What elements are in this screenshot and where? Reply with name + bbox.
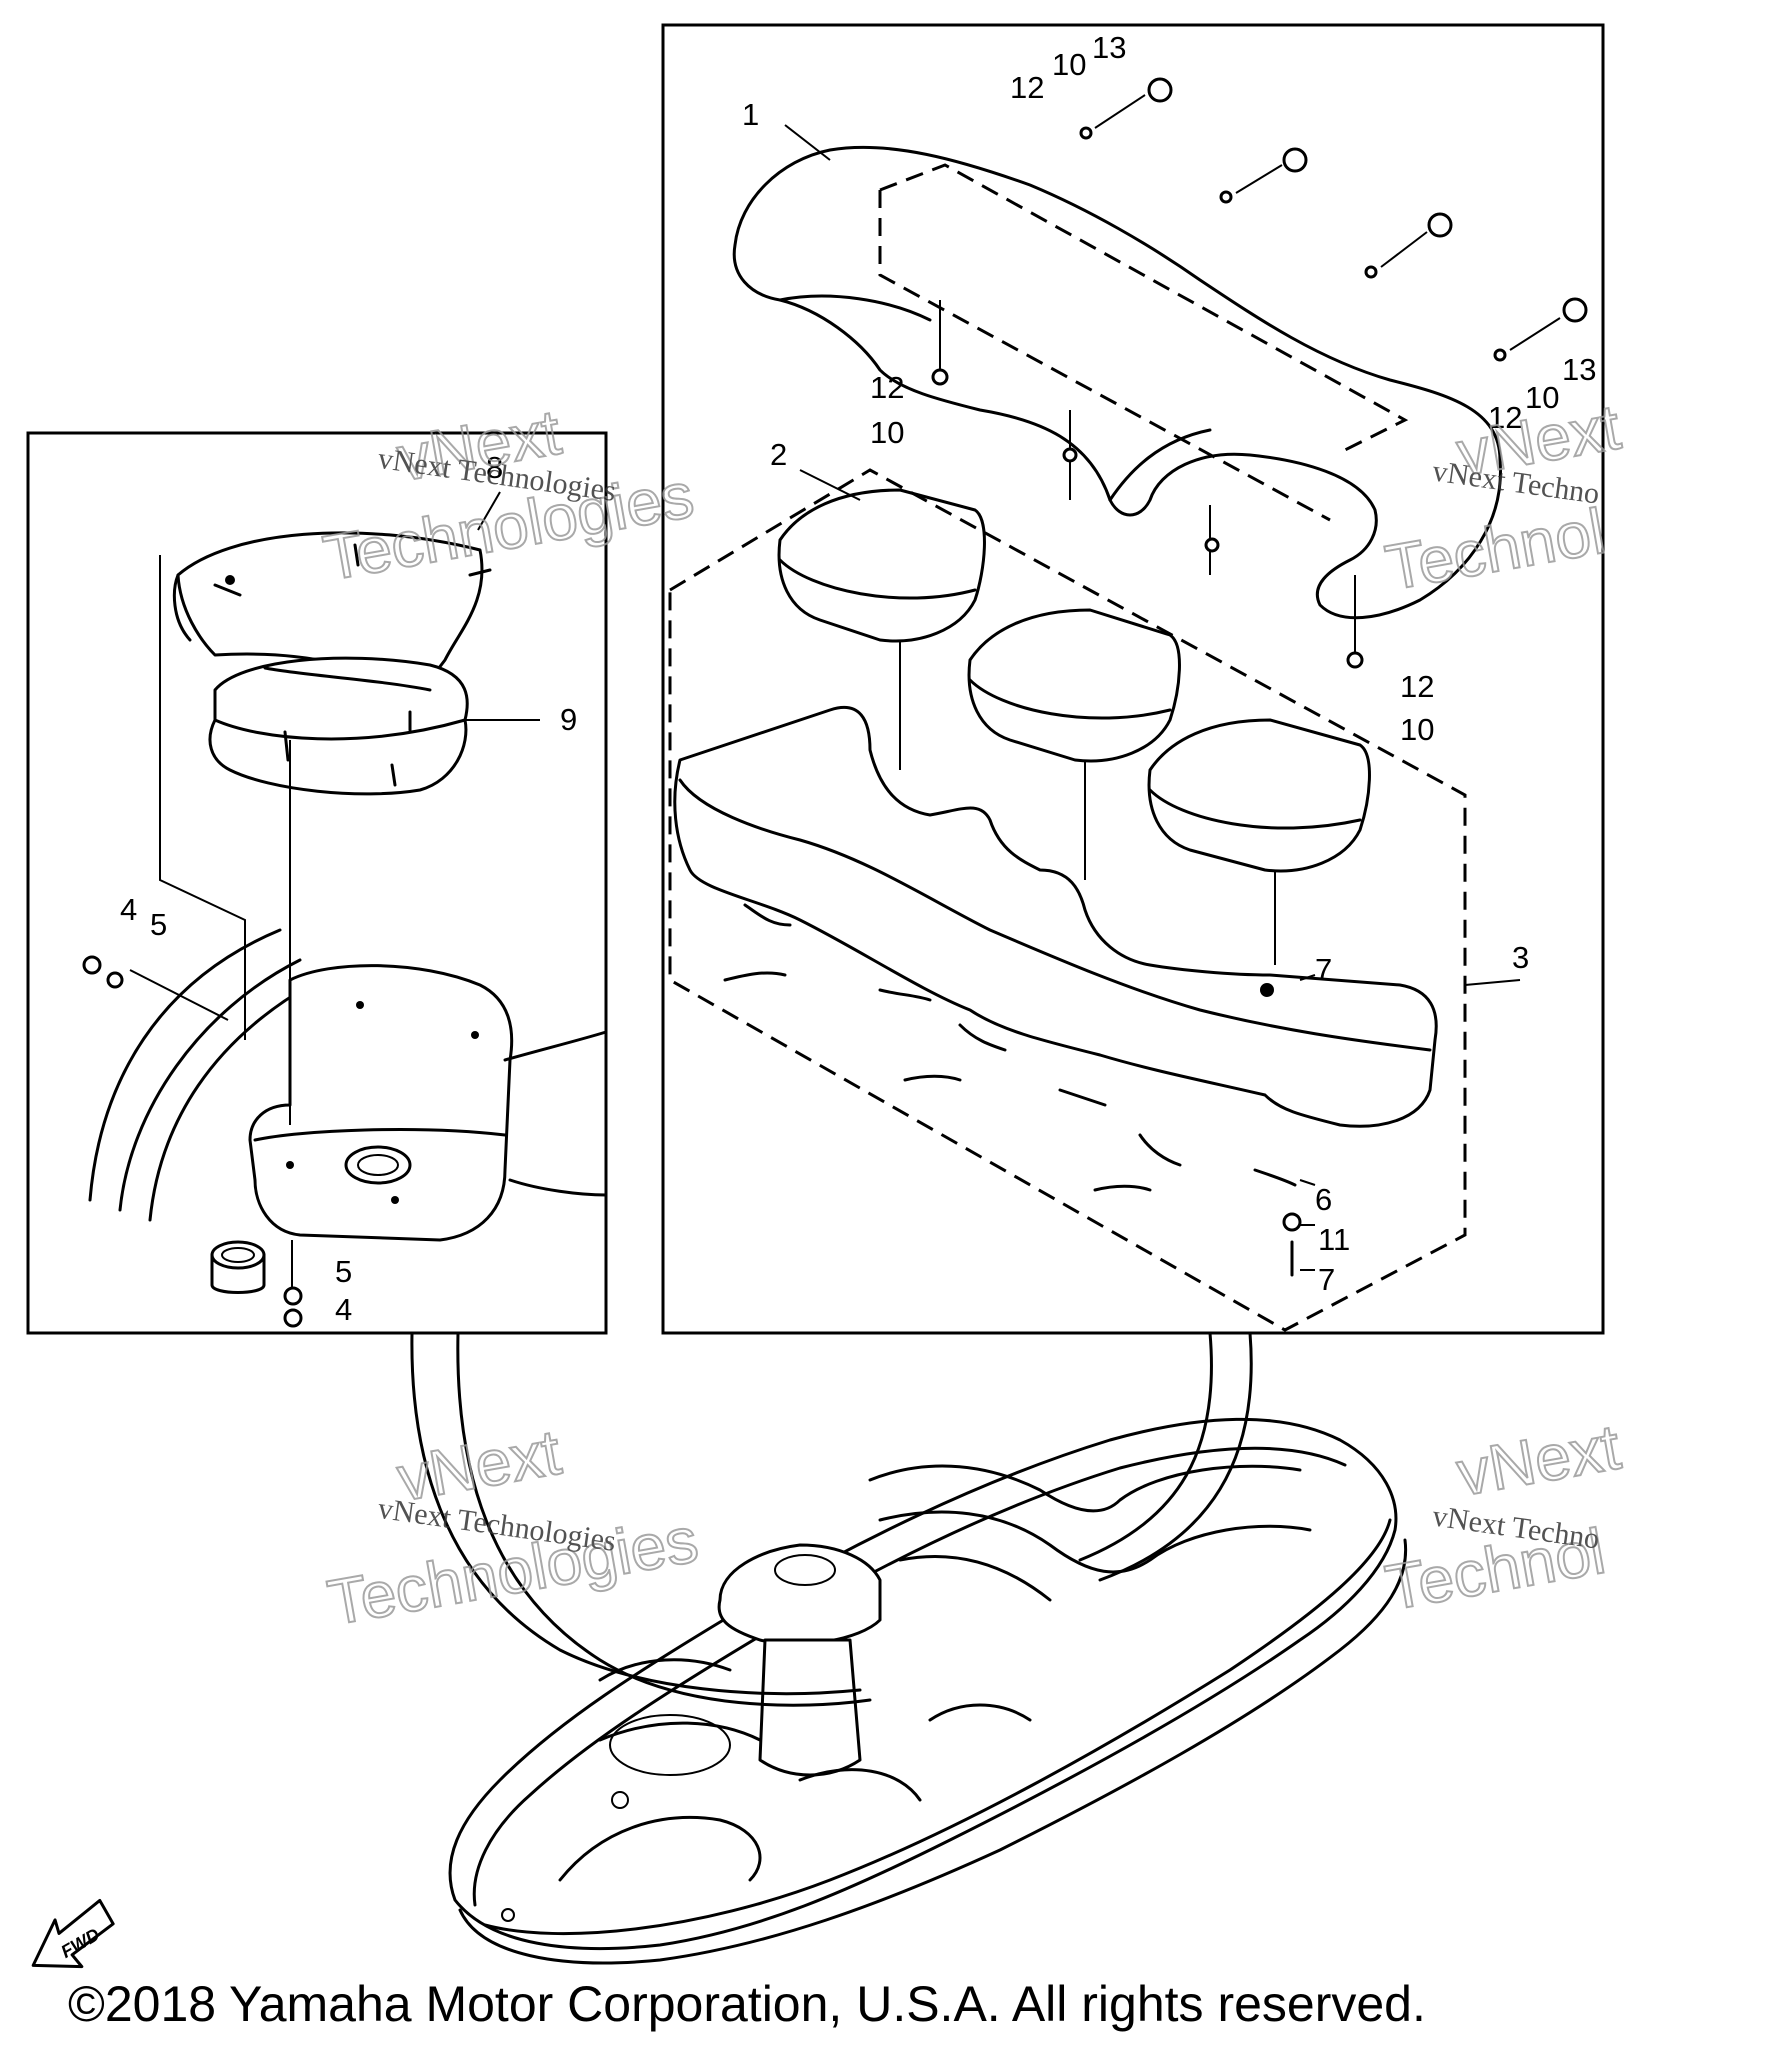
callout-6: 6 <box>1315 1182 1332 1217</box>
left-inset-panel <box>26 431 608 1335</box>
boat-hull <box>410 1331 1408 1965</box>
callout-12-lower: 12 <box>1400 669 1434 704</box>
callout-9: 9 <box>560 702 577 737</box>
callout-13-right: 13 <box>1562 352 1596 387</box>
watermark-outline-vnext-4: vNext <box>1452 1410 1626 1509</box>
callout-12-left: 12 <box>870 370 904 405</box>
callout-11: 11 <box>1318 1222 1350 1257</box>
callout-labels: 1 2 3 8 9 4 5 5 4 7 6 11 7 12 10 13 12 1… <box>120 30 1596 1327</box>
callout-4-top: 4 <box>120 892 137 927</box>
callout-3: 3 <box>1512 940 1529 975</box>
callout-10-top: 10 <box>1052 47 1086 82</box>
callout-7-top: 7 <box>1315 952 1332 987</box>
bracket-set <box>723 903 1297 1192</box>
right-inset-panel <box>661 23 1605 1335</box>
callout-5-bottom: 5 <box>335 1254 352 1289</box>
copyright-footer: ©2018 Yamaha Motor Corporation, U.S.A. A… <box>68 1976 1426 2032</box>
callout-12-top: 12 <box>1010 70 1044 105</box>
callout-10-lower: 10 <box>1400 712 1434 747</box>
callout-1: 1 <box>742 97 759 132</box>
callout-12-right: 12 <box>1488 400 1522 435</box>
callout-4-bottom: 4 <box>335 1292 352 1327</box>
callout-5-top: 5 <box>150 907 167 942</box>
fwd-arrow-icon: FWD <box>31 1898 115 1969</box>
callout-8: 8 <box>486 450 503 485</box>
callout-13-top: 13 <box>1092 30 1126 65</box>
callout-10-left: 10 <box>870 415 904 450</box>
callout-7-bottom: 7 <box>1318 1262 1335 1297</box>
callout-10-right: 10 <box>1525 380 1559 415</box>
callout-2: 2 <box>770 437 787 472</box>
